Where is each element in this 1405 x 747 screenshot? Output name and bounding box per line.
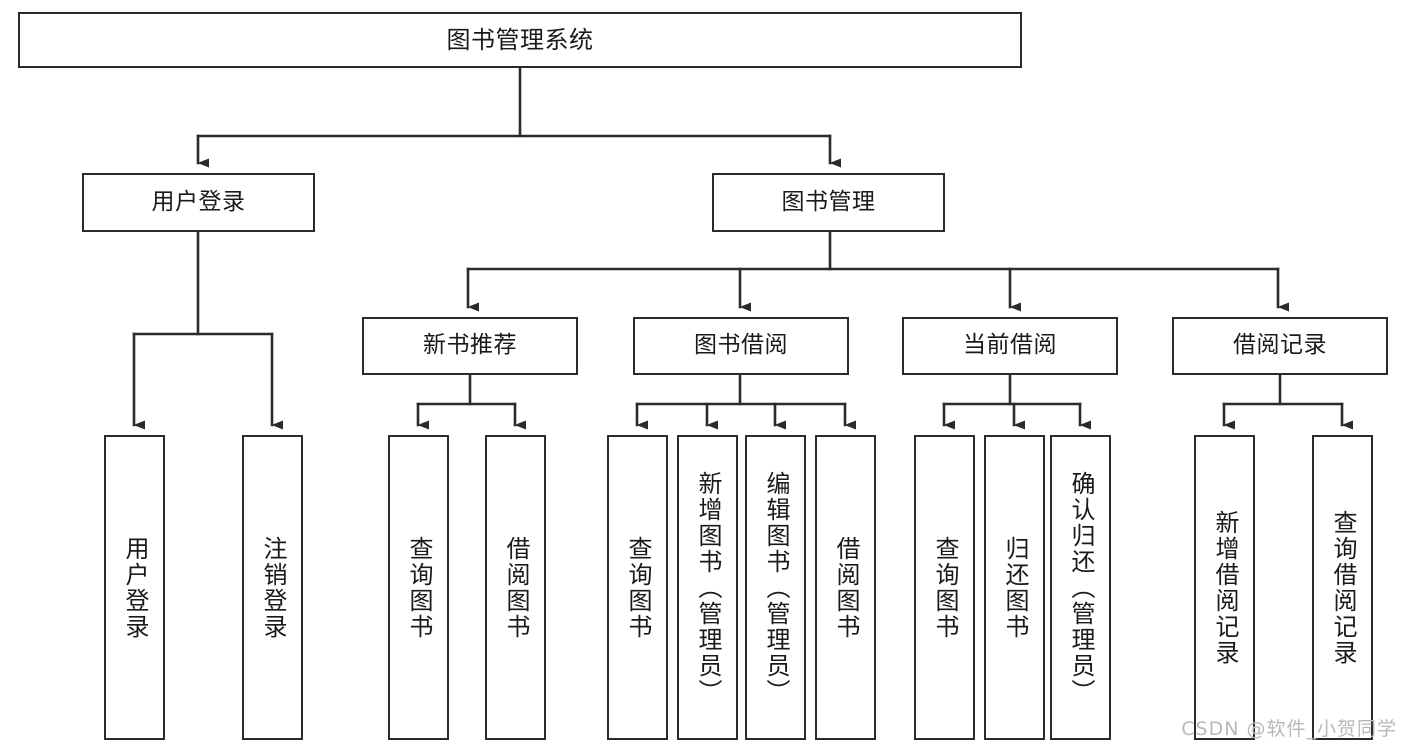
leaf-user-login[interactable]: 用户登录 <box>104 435 165 740</box>
leaf-query-book-borrow[interactable]: 查询图书 <box>607 435 668 740</box>
leaf-borrow-book[interactable]: 借阅图书 <box>815 435 876 740</box>
leaf-logout[interactable]: 注销登录 <box>242 435 303 740</box>
node-label: 查询图书 <box>623 535 652 640</box>
leaf-query-borrowing-record[interactable]: 查询借阅记录 <box>1312 435 1373 740</box>
node-label: 编辑图书（管理员） <box>761 470 790 705</box>
node-root-book-management-system[interactable]: 图书管理系统 <box>18 12 1022 68</box>
leaf-confirm-return-admin[interactable]: 确认归还（管理员） <box>1050 435 1111 740</box>
leaf-query-book-newbook[interactable]: 查询图书 <box>388 435 449 740</box>
node-label: 借阅记录 <box>1233 332 1327 359</box>
node-label: 新增图书（管理员） <box>693 470 722 705</box>
leaf-edit-book-admin[interactable]: 编辑图书（管理员） <box>745 435 806 740</box>
csdn-watermark: CSDN @软件_小贺同学 <box>1181 718 1397 740</box>
leaf-return-book[interactable]: 归还图书 <box>984 435 1045 740</box>
node-label: 借阅图书 <box>831 535 860 640</box>
leaf-add-borrowing-record[interactable]: 新增借阅记录 <box>1194 435 1255 740</box>
node-label: 图书借阅 <box>694 332 788 359</box>
node-user-login[interactable]: 用户登录 <box>82 173 315 232</box>
node-label: 新增借阅记录 <box>1210 509 1239 666</box>
node-label: 图书管理系统 <box>446 25 594 54</box>
node-label: 归还图书 <box>1000 535 1029 640</box>
node-label: 用户登录 <box>120 535 149 640</box>
node-book-borrowing[interactable]: 图书借阅 <box>633 317 849 375</box>
node-borrowing-records[interactable]: 借阅记录 <box>1172 317 1388 375</box>
leaf-query-book-current[interactable]: 查询图书 <box>914 435 975 740</box>
node-book-management[interactable]: 图书管理 <box>712 173 945 232</box>
node-label: 确认归还（管理员） <box>1066 470 1095 705</box>
node-label: 查询借阅记录 <box>1328 509 1357 666</box>
node-label: 用户登录 <box>151 188 246 215</box>
node-label: 借阅图书 <box>501 535 530 640</box>
node-label: 图书管理 <box>781 188 876 215</box>
node-label: 当前借阅 <box>963 332 1057 359</box>
node-current-borrowing[interactable]: 当前借阅 <box>902 317 1118 375</box>
leaf-borrow-book-newbook[interactable]: 借阅图书 <box>485 435 546 740</box>
node-new-book-recommendation[interactable]: 新书推荐 <box>362 317 578 375</box>
node-label: 查询图书 <box>930 535 959 640</box>
node-label: 新书推荐 <box>423 332 517 359</box>
node-label: 查询图书 <box>404 535 433 640</box>
node-label: 注销登录 <box>258 535 287 640</box>
leaf-add-book-admin[interactable]: 新增图书（管理员） <box>677 435 738 740</box>
